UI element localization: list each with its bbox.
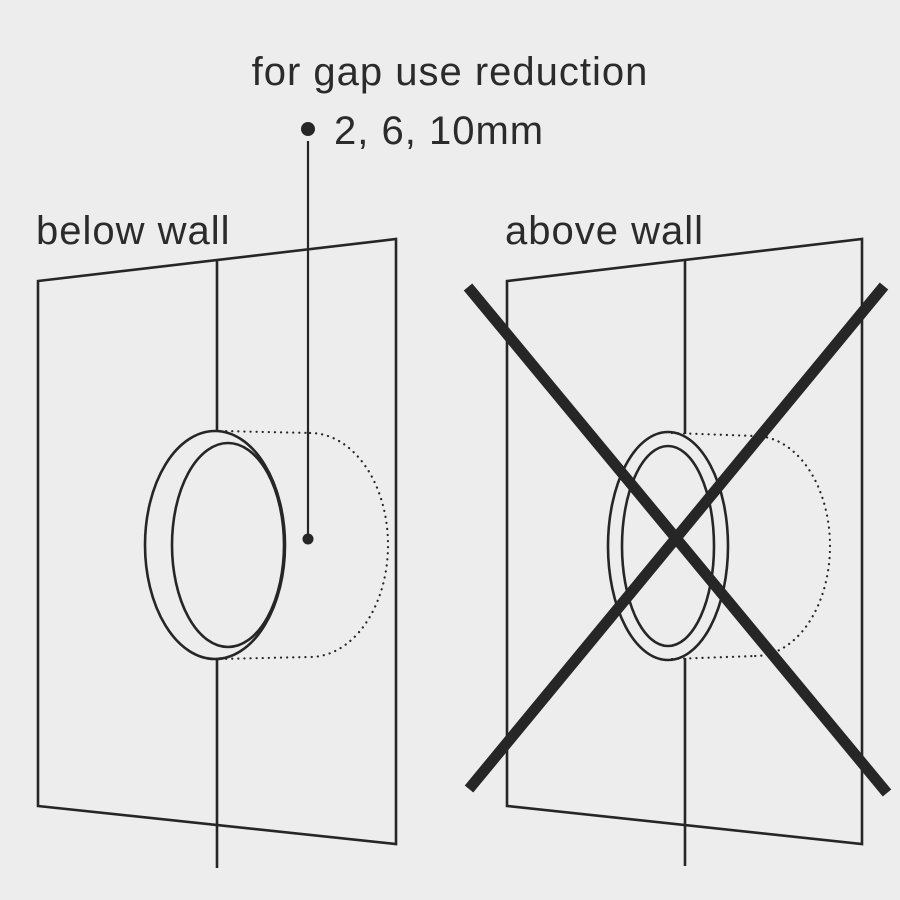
wall-outline-left — [36, 237, 398, 846]
panel-below-wall: below wall — [36, 209, 398, 868]
socket-inner-ellipse-right — [620, 444, 716, 648]
above-wall-label: above wall — [505, 209, 704, 253]
annotation-title: for gap use reduction — [252, 50, 649, 94]
panel-above-wall: above wall — [463, 209, 892, 866]
prohibition-cross-stroke-2 — [464, 282, 889, 793]
annotation-sizes: 2, 6, 10mm — [334, 109, 544, 153]
leader-end-dot — [302, 533, 314, 545]
recessed-dotted-bottom-left — [218, 655, 312, 661]
recessed-position-dotted-arc-left — [308, 431, 390, 659]
recessed-dotted-top-left — [218, 429, 312, 435]
wall-outline-right — [505, 237, 864, 846]
annotation-bullet — [301, 122, 315, 136]
socket-inner-ellipse-left — [170, 441, 286, 649]
socket-outer-ellipse-right — [606, 430, 730, 662]
below-wall-label: below wall — [36, 209, 231, 253]
annotation: for gap use reduction 2, 6, 10mm — [252, 50, 649, 545]
recessed-position-dotted-arc-right — [753, 434, 832, 658]
